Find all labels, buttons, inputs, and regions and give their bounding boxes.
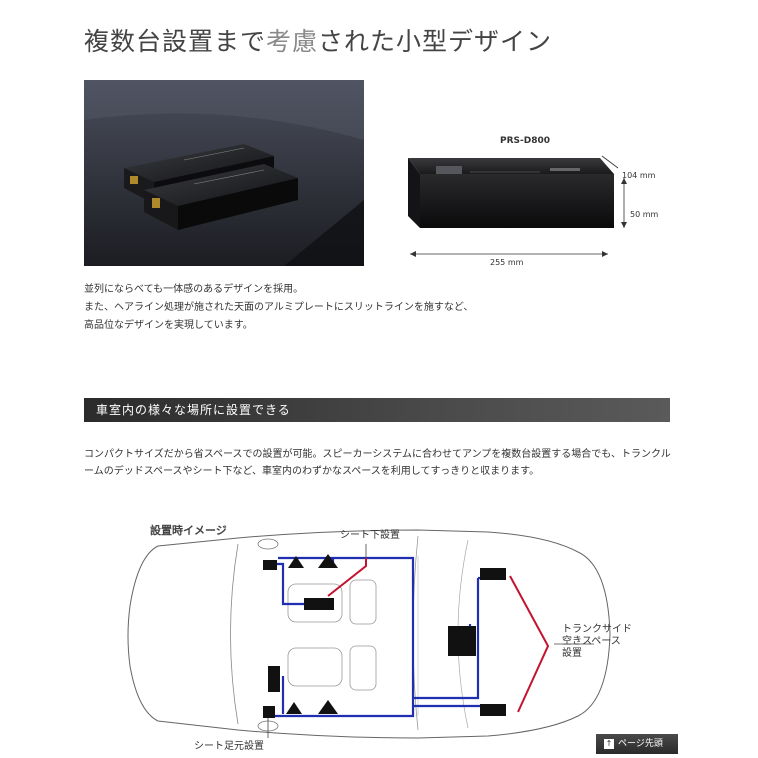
page-top-button[interactable]: ↑ ページ先頭	[596, 734, 678, 754]
title-part-c: された小型デザイン	[318, 27, 553, 56]
design-description: 並列にならべても一体感のあるデザインを採用。 また、ヘアライン処理が施された天面…	[84, 281, 644, 335]
width-dimension-label: 255 mm	[490, 258, 524, 267]
diagram-title: 設置時イメージ	[150, 524, 227, 537]
label-trunk-line-1: トランクサイド	[562, 624, 632, 635]
page-top-label: ページ先頭	[618, 739, 663, 749]
description-line-1: 並列にならべても一体感のあるデザインを採用。	[84, 284, 304, 295]
amplifier-installation-photo	[84, 80, 364, 266]
depth-dimension-label: 104 mm	[622, 171, 656, 180]
description-line-2: また、ヘアライン処理が施された天面のアルミプレートにスリットラインを施すなど、	[84, 302, 474, 313]
label-trunk-line-3: 設置	[562, 648, 582, 659]
description-line-3: 高品位なデザインを実現しています。	[84, 320, 253, 331]
title-part-a: 複数台設置まで	[84, 27, 267, 56]
section-body-text: コンパクトサイズだから省スペースでの設置が可能。スピーカーシステムに合わせてアン…	[84, 449, 671, 477]
product-model-label: PRS-D800	[500, 136, 551, 146]
amplifier-product-illustration	[408, 155, 627, 257]
section-heading-bar: 車室内の様々な場所に設置できる	[84, 398, 670, 422]
product-dimension-figure: PRS-D800 104 mm 50 mm 255 mm	[400, 128, 680, 268]
section-heading: 車室内の様々な場所に設置できる	[96, 403, 291, 417]
title-part-b: 考慮	[266, 27, 319, 56]
label-trunk-line-2: 空きスペース	[562, 636, 621, 647]
label-foot-area: シート足元設置	[194, 741, 264, 752]
arrow-up-icon: ↑	[604, 739, 614, 749]
label-trunk-side: トランクサイド 空きスペース 設置	[562, 624, 632, 660]
label-under-seat: シート下設置	[340, 530, 400, 541]
height-dimension-label: 50 mm	[630, 210, 659, 219]
installation-diagram: 設置時イメージ シート下設置 トランクサイド 空きスペース 設置 シート足元設置	[118, 516, 648, 752]
car-wiring-illustration	[127, 529, 611, 739]
page-title: 複数台設置まで考慮された小型デザイン	[84, 22, 552, 58]
